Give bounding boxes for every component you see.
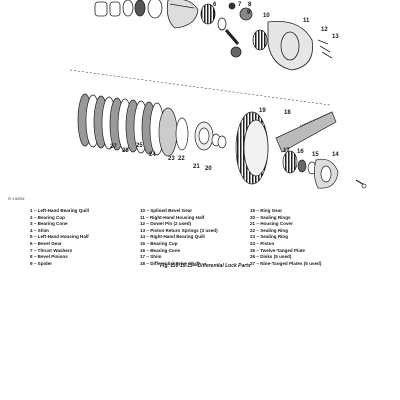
callout-8: 8 [248, 2, 252, 8]
legend-item: 12 – Dowel Pin (2 used) [140, 221, 192, 227]
left-housing-assembly [94, 0, 333, 71]
callout-20: 20 [205, 166, 212, 172]
legend-item: 27 – Nine-Tanged Plates (5 used) [250, 260, 322, 266]
legend-item: 15 – Bearing Cup [140, 240, 178, 246]
exploded-parts-diagram: 6 7 8 9 10 11 12 13 19 18 17 16 15 14 27… [69, 0, 367, 189]
ring-gear-and-shaft [235, 111, 367, 189]
legend-column-1: 1 – Left-Hand Bearing Quill 2 – Bearing … [30, 208, 140, 267]
callout-21: 21 [193, 164, 200, 170]
callout-19: 19 [259, 108, 266, 114]
legend-item: 19 – Ring Gear [250, 208, 283, 213]
callout-27: 27 [110, 144, 117, 150]
callout-7: 7 [238, 2, 242, 8]
legend-item: 8 – Bevel Pinions [30, 254, 68, 260]
legend-column-2: 10 – Splined Bevel Gear 11 – Right-Hand … [140, 208, 250, 267]
legend-item: 21 – Housing Cover [250, 221, 293, 227]
callout-23: 23 [168, 156, 175, 162]
legend-column-3: 19 – Ring Gear 20 – Sealing Rings 21 – H… [250, 208, 380, 267]
legend-item: 13 – Piston Return Springs (3 used) [140, 227, 218, 233]
legend-item: 6 – Bevel Gear [30, 240, 62, 246]
clutch-disk-pack [77, 93, 227, 157]
legend-item: 7 – Thrust Washers [30, 247, 73, 253]
legend-item: 25 – Twelve-Tanged Plate [250, 247, 305, 253]
callout-25: 25 [136, 143, 143, 149]
callout-13: 13 [332, 34, 339, 40]
legend-item: 11 – Right-Hand Housing Half [140, 214, 205, 220]
legend-item: 26 – Disks (5 used) [250, 254, 292, 260]
parts-legend: 1 – Left-Hand Bearing Quill 2 – Bearing … [30, 208, 380, 267]
legend-item: 18 – Differential Drive Shaft [140, 260, 200, 266]
legend-item: 14 – Right-Hand Bearing Quill [140, 234, 205, 240]
legend-item: 9 – Spider [30, 260, 52, 266]
legend-item: 20 – Sealing Rings [250, 214, 291, 220]
callout-labels: 6 7 8 9 10 11 12 13 19 18 17 16 15 14 27… [110, 2, 339, 172]
callout-11: 11 [303, 18, 310, 24]
callout-16: 16 [297, 149, 304, 155]
legend-item: 5 – Left-Hand Housing Half [30, 234, 89, 240]
legend-item: 23 – Sealing Ring [250, 234, 289, 240]
callout-14: 14 [332, 152, 339, 158]
callout-18: 18 [284, 110, 291, 116]
callout-22: 22 [178, 156, 185, 162]
callout-24: 24 [149, 152, 156, 158]
callout-6: 6 [213, 2, 217, 8]
figure-caption: Fig. 110-15-13—Differential Lock Parts [160, 263, 251, 269]
callout-15: 15 [312, 152, 319, 158]
callout-12: 12 [321, 27, 328, 33]
legend-item: 3 – Bearing Cone [30, 221, 68, 227]
legend-item: 4 – Shim [30, 227, 49, 233]
legend-item: 2 – Bearing Cup [30, 214, 65, 220]
legend-item: 10 – Splined Bevel Gear [140, 208, 193, 213]
legend-item: 16 – Bearing Cone [140, 247, 181, 253]
callout-17: 17 [283, 148, 290, 154]
legend-item: 22 – Sealing Ring [250, 227, 289, 233]
callout-10: 10 [263, 13, 270, 19]
legend-item: 17 – Shim [140, 254, 162, 260]
figure-code: R 19859 [8, 196, 25, 201]
legend-item: 24 – Piston [250, 240, 275, 246]
callout-26: 26 [122, 148, 129, 154]
callout-9: 9 [247, 10, 251, 16]
legend-item: 1 – Left-Hand Bearing Quill [30, 208, 89, 213]
